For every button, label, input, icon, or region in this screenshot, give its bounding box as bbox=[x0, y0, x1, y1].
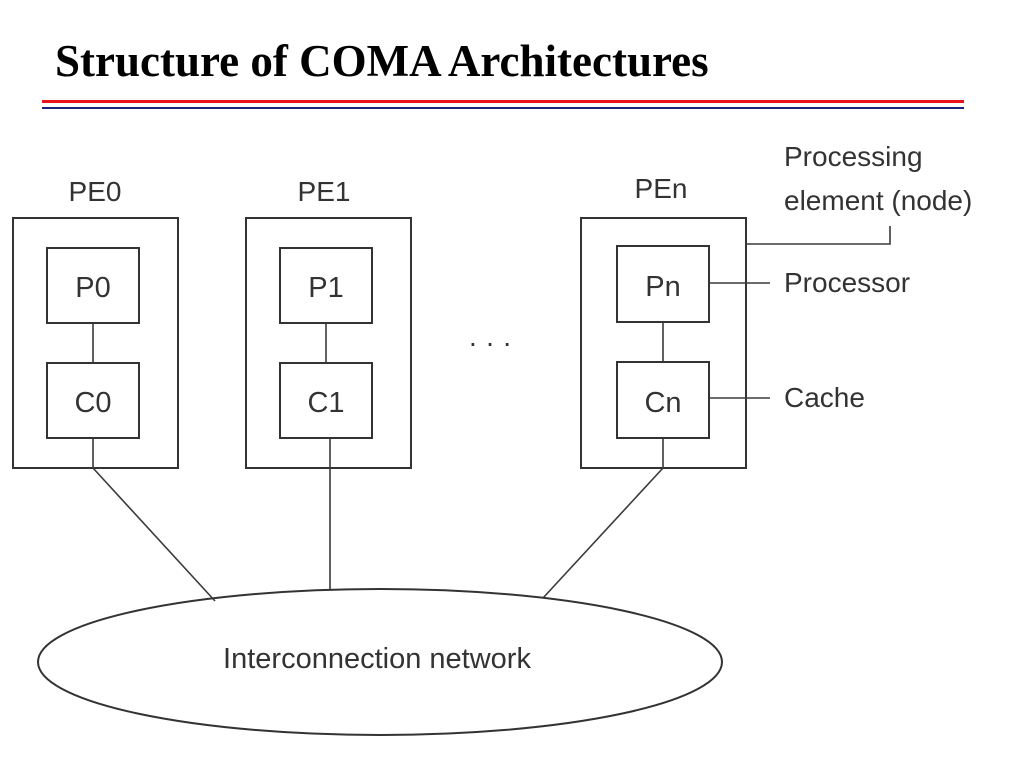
annotation-processor: Processor bbox=[709, 267, 910, 298]
pe-node-0: PE0 P0 C0 bbox=[12, 176, 179, 469]
pe-node-1: PE1 P1 C1 bbox=[245, 176, 412, 469]
annotation-processor-label: Processor bbox=[784, 267, 910, 298]
network-label: Interconnection network bbox=[223, 643, 531, 675]
ellipsis-text: · · · bbox=[468, 327, 512, 358]
annotation-cache-label: Cache bbox=[784, 382, 865, 413]
pe-node-label: PE0 bbox=[69, 176, 122, 207]
pe-node-label: PEn bbox=[635, 173, 688, 204]
cache-label: Cn bbox=[644, 387, 681, 419]
page-title: Structure of COMA Architectures bbox=[55, 36, 709, 86]
title-rule-blue bbox=[42, 107, 964, 109]
annotation-cache: Cache bbox=[709, 382, 865, 413]
network-link-n bbox=[542, 467, 664, 599]
interconnection-network: Interconnection network bbox=[37, 588, 723, 736]
annotation-processing-element: Processing element (node) bbox=[746, 141, 972, 245]
pe-node-n: PEn Pn Cn bbox=[580, 173, 747, 469]
title-rule-red bbox=[42, 100, 964, 103]
processor-label: P0 bbox=[75, 272, 110, 304]
annotation-pe-line-1: Processing bbox=[784, 141, 923, 172]
cache-label: C0 bbox=[74, 387, 111, 419]
network-ellipse bbox=[37, 588, 723, 736]
cache-box bbox=[279, 362, 373, 439]
processor-label: Pn bbox=[645, 271, 680, 303]
annotation-pe-leader bbox=[746, 226, 891, 245]
pe-node-label: PE1 bbox=[298, 176, 351, 207]
cache-label: C1 bbox=[307, 387, 344, 419]
pe-node-box bbox=[245, 217, 412, 469]
processor-label: P1 bbox=[308, 272, 343, 304]
annotation-pe-line-2: element (node) bbox=[784, 185, 972, 216]
pe-node-box bbox=[12, 217, 179, 469]
network-link-0 bbox=[92, 467, 216, 602]
